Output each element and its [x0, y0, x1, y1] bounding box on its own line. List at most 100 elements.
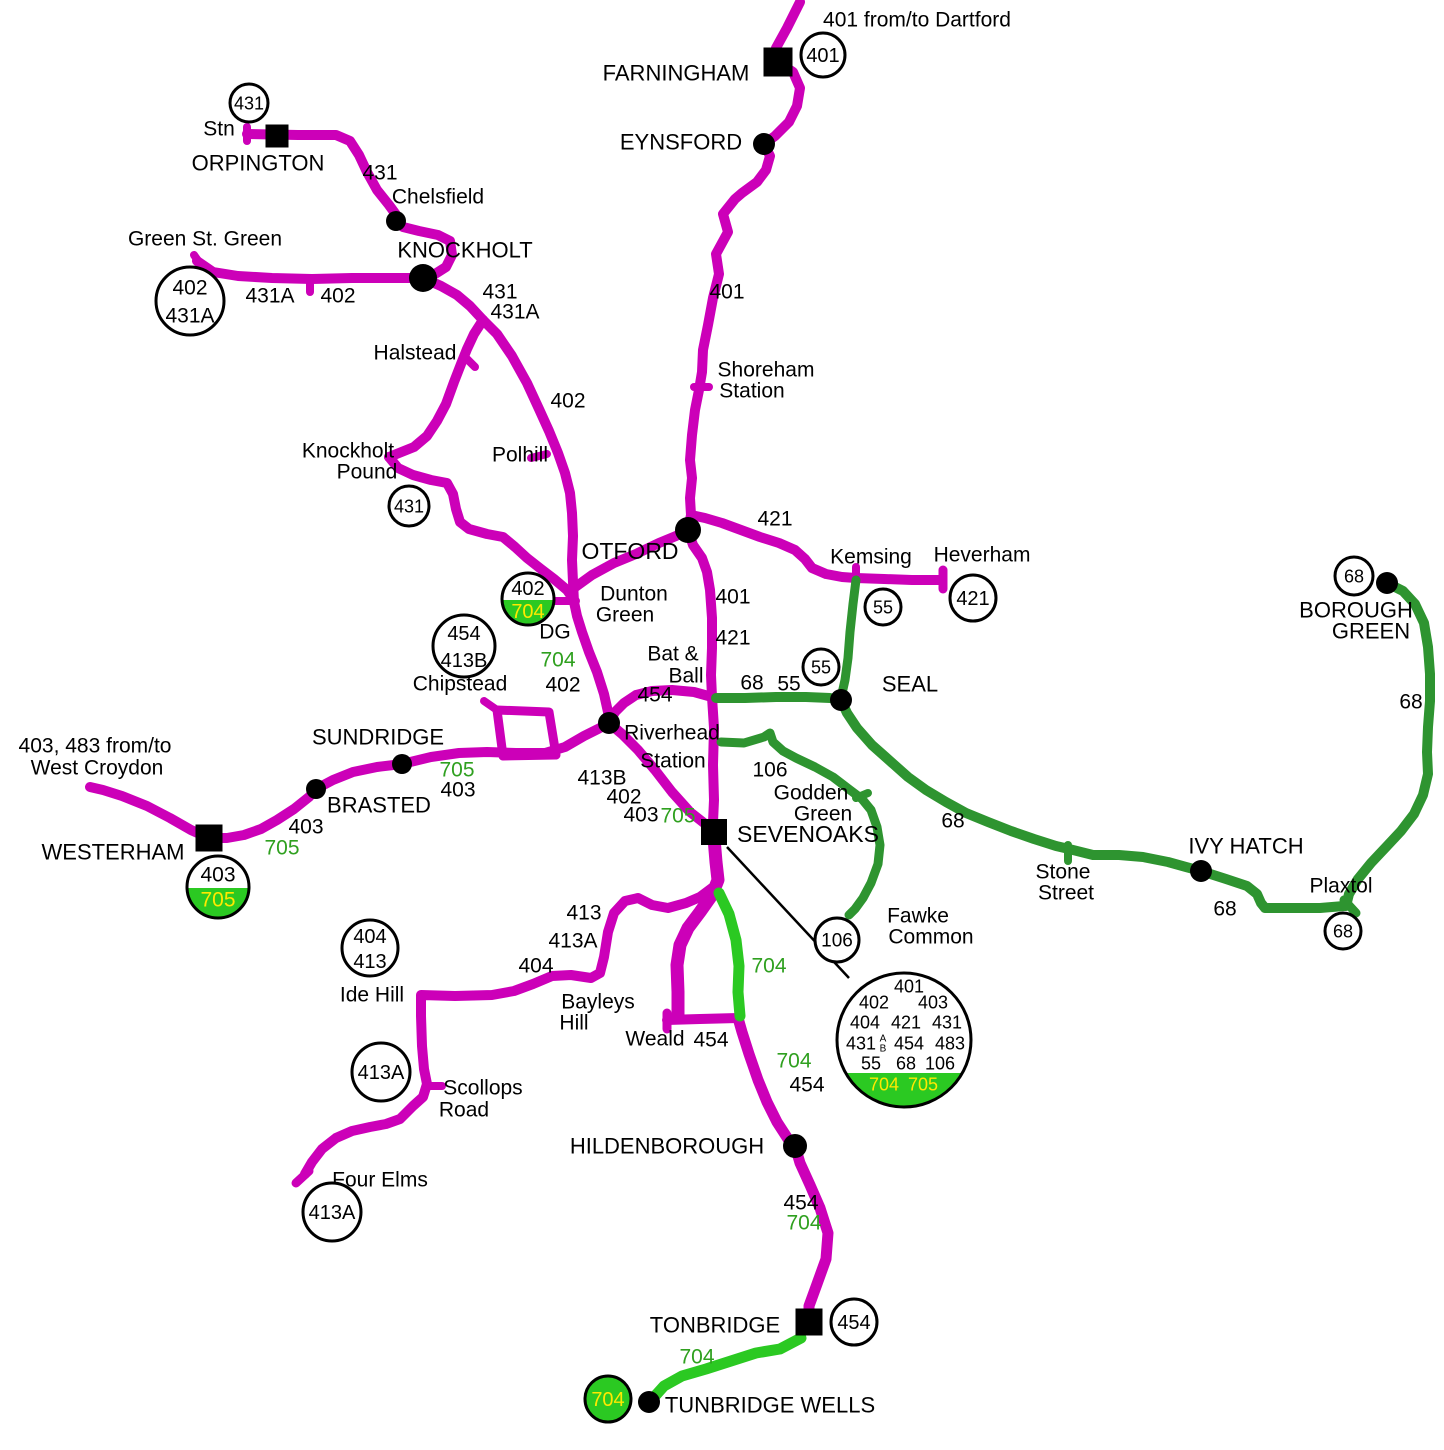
roundel-text-68: 68: [1333, 921, 1353, 941]
station-square-orpington: [265, 124, 289, 148]
roundel-ring: [948, 573, 998, 623]
roundel-disc: [1335, 557, 1373, 595]
label-stone: Stone: [1036, 860, 1091, 883]
roundel-disc: [433, 615, 495, 677]
roundel-ring: [863, 587, 903, 627]
label-403: 403: [623, 803, 658, 826]
route-green-st-green-terminus: [190, 251, 208, 273]
roundel-text-431: 431: [932, 1012, 962, 1032]
station-dot-sundridge: [392, 754, 412, 774]
label-seal: SEAL: [882, 672, 938, 697]
station-dot-tunbridge-wells: [638, 1391, 660, 1413]
route-chipstead-stub: [480, 697, 501, 714]
roundel-text-413: 413: [353, 951, 386, 973]
label-scollops: Scollops: [443, 1076, 522, 1099]
roundel-disc: [303, 1183, 361, 1241]
roundel-text-106: 106: [821, 931, 853, 952]
roundel-disc: [389, 486, 429, 526]
roundel-text-431: 431: [234, 93, 264, 113]
route-otford-dunton-green-link: [569, 526, 690, 593]
roundel-text-55: 55: [861, 1053, 881, 1073]
roundel-ring: [813, 916, 861, 964]
label-402: 402: [606, 785, 641, 808]
label-68: 68: [740, 671, 763, 694]
route-431a-knockholt-pound-dunton: [384, 452, 579, 605]
label-454: 454: [789, 1073, 824, 1096]
station-dot-seal: [830, 689, 852, 711]
label-stn: Stn: [203, 117, 235, 140]
route-polhill-tick: [527, 450, 551, 462]
roundel-68-plaxtol: 68: [1323, 911, 1363, 951]
label-402: 402: [550, 389, 585, 412]
label-eynsford: EYNSFORD: [620, 130, 742, 155]
label-road: Road: [439, 1098, 489, 1121]
label-pound: Pound: [337, 460, 398, 483]
roundel-text-705: 705: [908, 1074, 938, 1094]
station-dot-knockholt: [409, 264, 437, 292]
label-dunton: Dunton: [600, 582, 668, 605]
label-705: 705: [264, 836, 299, 859]
roundel-disc: [803, 649, 839, 685]
roundel-disc: [815, 918, 859, 962]
route-402-431a-green-st-green: [192, 256, 428, 284]
route-green-68-batball-seal: [711, 692, 846, 705]
label-knockholt: Knockholt: [302, 439, 394, 462]
roundel-disc: [342, 920, 398, 976]
route-454-batball-riverhead: [604, 685, 717, 728]
label-chelsfield: Chelsfield: [392, 185, 484, 208]
station-dot-brasted: [306, 779, 326, 799]
roundel-413a-scollops: 413A: [350, 1041, 412, 1103]
label-403: 403: [440, 778, 475, 801]
label-ivy-hatch: IVY HATCH: [1188, 834, 1303, 859]
roundel-text-704: 704: [591, 1389, 624, 1411]
label-413b: 413B: [577, 766, 626, 789]
label-55: 55: [777, 672, 800, 695]
label-station: Station: [640, 749, 705, 772]
route-weald-stub: [662, 1013, 743, 1025]
roundel-text-106: 106: [925, 1053, 955, 1073]
route-421-otford-heverham: [686, 510, 945, 585]
roundel-ring: [583, 1374, 633, 1424]
label-knockholt: KNOCKHOLT: [397, 238, 532, 263]
roundel-431-orpington: 431: [228, 82, 270, 124]
station-dot-ivy-hatch: [1190, 860, 1212, 882]
roundel-disc: [352, 1043, 410, 1101]
station-square-sevenoaks: [701, 819, 727, 845]
label-431a: 431A: [245, 284, 294, 307]
roundel-text-401: 401: [894, 976, 924, 996]
label-tunbridge-wells: TUNBRIDGE WELLS: [665, 1393, 875, 1418]
label-street: Street: [1038, 881, 1094, 904]
roundel-ring: [431, 613, 497, 679]
roundel-ring: [301, 1181, 363, 1243]
roundel-text-413a: 413A: [358, 1062, 405, 1084]
roundel-disc: [950, 575, 996, 621]
roundel-text-454: 454: [447, 623, 480, 645]
label-green: Green: [596, 603, 654, 626]
roundel-ring: [340, 918, 400, 978]
label-green-st-green: Green St. Green: [128, 227, 282, 250]
route-four-elms-terminus: [291, 1166, 314, 1188]
label-402: 402: [320, 284, 355, 307]
label-west-croydon: West Croydon: [31, 756, 164, 779]
label-plaxtol: Plaxtol: [1309, 874, 1372, 897]
station-dot-eynsford: [753, 133, 775, 155]
roundel-ring: [835, 971, 973, 1109]
label-404: 404: [518, 954, 553, 977]
label-fawke: Fawke: [887, 904, 949, 927]
label-green: GREEN: [1332, 619, 1410, 644]
roundel-disc: [1325, 913, 1361, 949]
label-431: 431: [482, 280, 517, 303]
roundel-text-421: 421: [956, 588, 989, 610]
roundel-106-fawke-common: 106: [813, 916, 861, 964]
station-dot-otford: [675, 517, 701, 543]
roundel-431-knockholt-pound: 431: [387, 484, 431, 528]
roundel-disc: [230, 84, 268, 122]
label-ide-hill: Ide Hill: [340, 983, 404, 1006]
roundel-text-483: 483: [935, 1033, 965, 1053]
label-sundridge: SUNDRIDGE: [312, 725, 444, 750]
roundel-68-borough-green: 68: [1333, 555, 1375, 597]
roundel-disc: [831, 1299, 877, 1345]
